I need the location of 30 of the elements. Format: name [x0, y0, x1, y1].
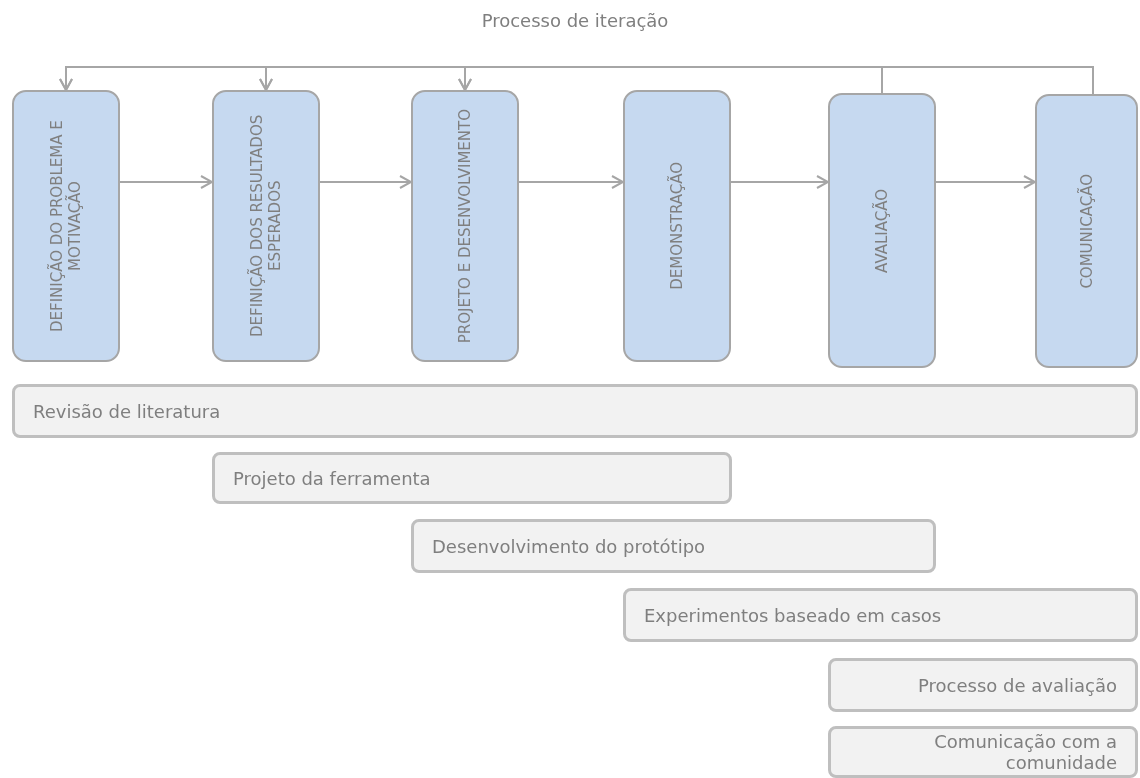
step-title: PROJETO E DESENVOLVIMENTO	[456, 108, 474, 344]
arrow	[518, 175, 624, 189]
process-box	[828, 93, 936, 368]
process-box	[212, 90, 320, 362]
step-title: AVALIAÇÃO	[873, 188, 891, 273]
step-title: DEFINIÇÃO DOS RESULTADOS ESPERADOS	[248, 113, 284, 340]
activity-bar	[212, 452, 732, 504]
activity-bar	[12, 384, 1138, 438]
arrow	[730, 175, 829, 189]
activity-bar	[623, 588, 1138, 642]
step-title: DEFINIÇÃO DO PROBLEMA E MOTIVAÇÃO	[48, 119, 84, 334]
process-box	[623, 90, 731, 362]
activity-label: Processo de avaliação	[918, 674, 1117, 696]
iteration-label: Processo de iteração	[481, 10, 669, 31]
activity-label: Experimentos baseado em casos	[644, 604, 942, 626]
activity-label: Projeto da ferramenta	[233, 467, 431, 489]
arrow	[119, 175, 213, 189]
arrow	[935, 175, 1036, 189]
activity-label: Desenvolvimento do protótipo	[432, 535, 706, 557]
step-title: COMUNICAÇÃO	[1077, 173, 1096, 289]
activity-bar	[411, 519, 936, 573]
activity-bar	[828, 726, 1138, 778]
arrow	[319, 175, 412, 189]
process-box	[12, 90, 120, 362]
process-box	[411, 90, 519, 362]
activity-label: Comunicação com a comunidade	[933, 731, 1117, 773]
activity-bar	[828, 658, 1138, 712]
activity-label: Revisão de literatura	[33, 400, 221, 422]
step-title: DEMONSTRAÇÃO	[668, 162, 686, 290]
process-box	[1035, 94, 1138, 368]
